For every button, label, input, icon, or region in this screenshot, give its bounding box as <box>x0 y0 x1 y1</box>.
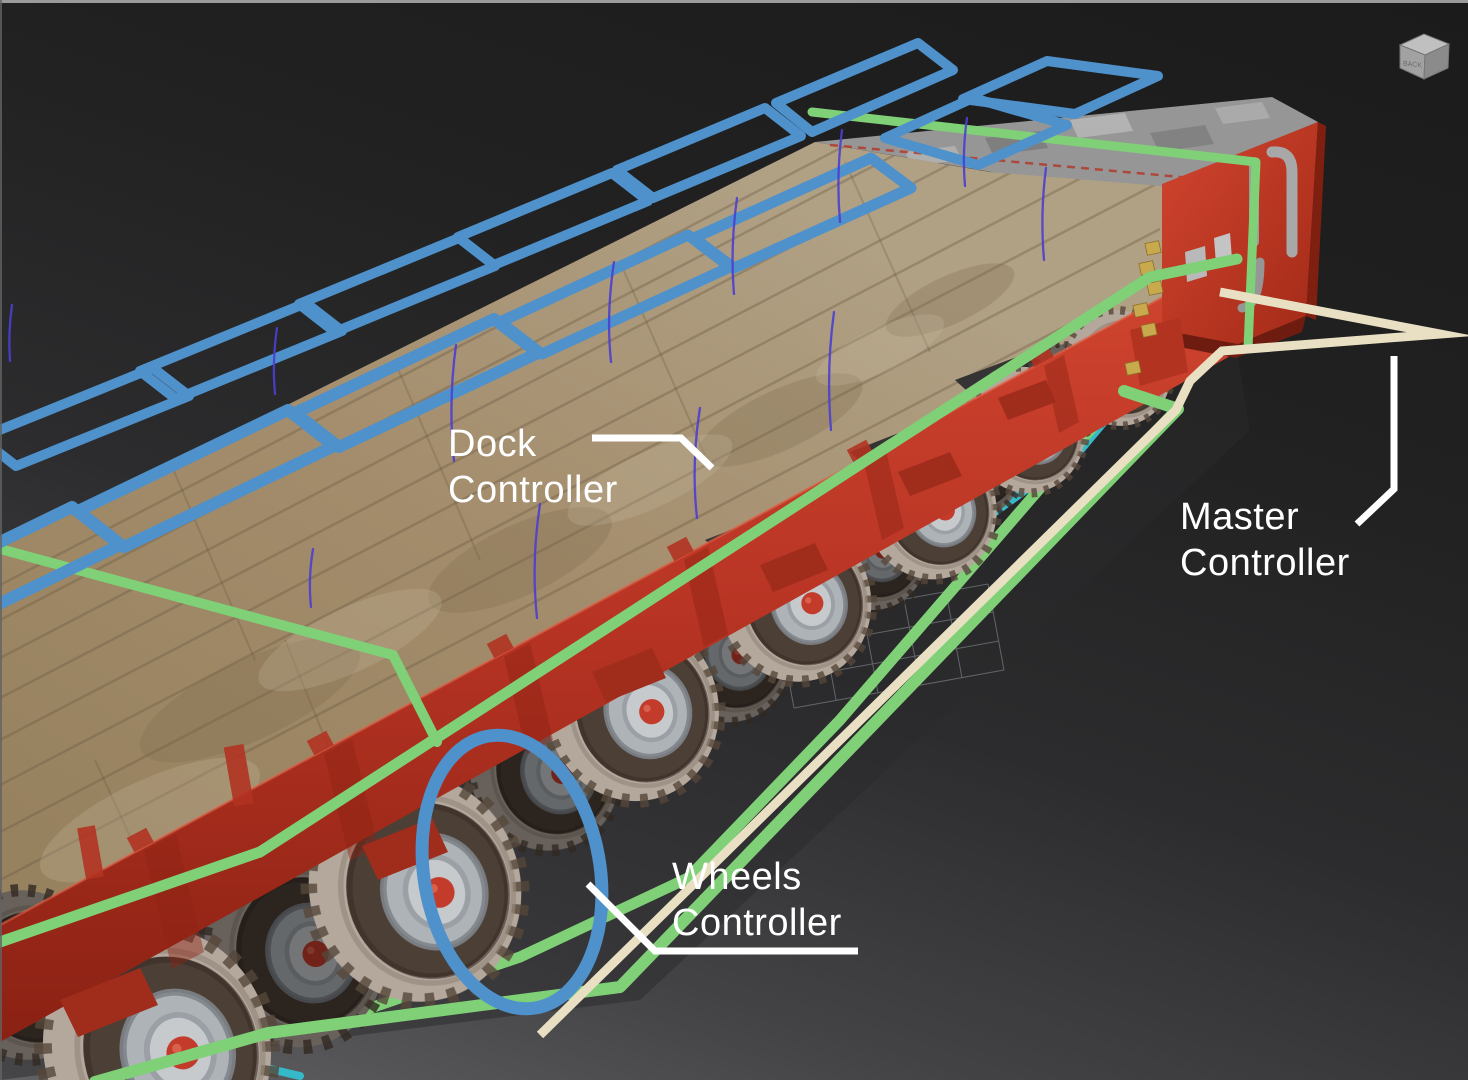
master-controller-spline[interactable] <box>536 287 1468 1039</box>
wheels-controller-leader <box>585 881 858 955</box>
view-cube[interactable]: BACK <box>1398 33 1451 80</box>
dock-controller-label: Dock Controller <box>448 421 618 513</box>
view-cube-face-label: BACK <box>1403 60 1422 69</box>
dock-controller-label-line2: Controller <box>448 469 618 511</box>
wheels-controller-label-line1: Wheels <box>672 856 802 898</box>
wheels-controller-label-line2: Controller <box>672 902 842 944</box>
power-pack[interactable] <box>1124 122 1326 386</box>
master-controller-label-line2: Controller <box>1180 542 1350 584</box>
wheels-controller-label: Wheels Controller <box>672 854 842 946</box>
viewport-left-border <box>0 0 2 1080</box>
connector-boxes <box>1124 240 1164 376</box>
dock-controller-leader <box>592 434 715 471</box>
axis-markers <box>8 116 1048 620</box>
viewport-top-border <box>0 0 1468 3</box>
wheels-controller-circle[interactable] <box>401 721 622 1023</box>
master-controller-label-line1: Master <box>1180 496 1300 538</box>
master-controller-leader <box>1354 356 1398 527</box>
controller-splines-green[interactable] <box>0 107 1261 1080</box>
view-cube-right-face[interactable] <box>1423 43 1450 80</box>
master-controller-label: Master Controller <box>1180 494 1350 586</box>
deck-selection-dashed-line <box>829 143 1236 184</box>
dock-frames-wireframe[interactable] <box>0 38 1163 653</box>
dock-controller-label-line1: Dock <box>448 423 537 465</box>
wood-deck <box>0 142 1237 925</box>
